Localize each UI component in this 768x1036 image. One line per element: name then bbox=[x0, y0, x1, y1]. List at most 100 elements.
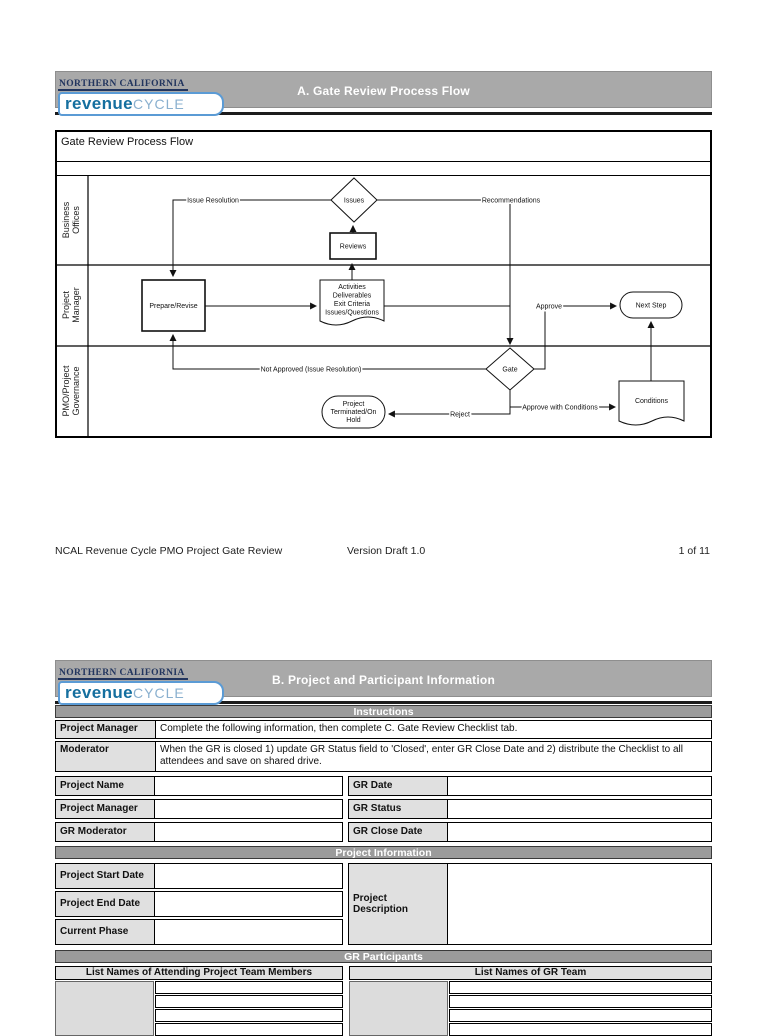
project-manager-label: Project Manager bbox=[56, 799, 155, 818]
lane-business-offices: Business bbox=[61, 201, 71, 238]
diagram-spacer-row bbox=[57, 162, 710, 176]
reviews-node bbox=[329, 232, 377, 260]
brand-logo-block: NORTHERN CALIFORNIA revenueCYCLE bbox=[58, 73, 224, 116]
not-approved-edge-label: Not Approved (Issue Resolution) bbox=[261, 367, 362, 374]
lane-project-manager-line2: Manager bbox=[71, 287, 81, 323]
edge-reject bbox=[387, 407, 511, 418]
page1-footer: NCAL Revenue Cycle PMO Project Gate Revi… bbox=[55, 545, 712, 558]
table-row: Project Manager bbox=[55, 798, 343, 819]
activities-line3: Exit Criteria bbox=[334, 301, 370, 308]
activities-line4: Issues/Questions bbox=[325, 310, 379, 317]
header-rule bbox=[55, 701, 712, 704]
project-information-grid: Project Start Date Project End Date Curr… bbox=[55, 862, 712, 945]
logo-cycle-text: CYCLE bbox=[133, 685, 185, 701]
fields-column-right: GR Date GR Status GR Close Date bbox=[348, 775, 712, 842]
project-terminated-node bbox=[321, 395, 386, 429]
table-row: Project Manager Complete the following i… bbox=[55, 720, 712, 739]
gr-participants-grid: List Names of Attending Project Team Mem… bbox=[55, 965, 712, 1036]
page2-title: B. Project and Participant Information bbox=[272, 673, 495, 687]
lane-pmo-governance: PMO/Project bbox=[61, 365, 71, 417]
terminated-line2: Terminated/On bbox=[331, 409, 377, 416]
issue-resolution-edge-label: Issue Resolution bbox=[187, 198, 239, 205]
recommendations-edge-label: Recommendations bbox=[482, 198, 541, 205]
gr-date-value bbox=[448, 776, 711, 795]
page1-header-bar: NORTHERN CALIFORNIA revenueCYCLE A. Gate… bbox=[55, 71, 712, 116]
list-item bbox=[449, 1022, 712, 1036]
name-rows bbox=[449, 980, 712, 1036]
project-information-section-bar: Project Information bbox=[55, 845, 712, 859]
instruction-role-label: Project Manager bbox=[56, 721, 156, 738]
gate-decision-node bbox=[485, 347, 535, 391]
project-end-date-label: Project End Date bbox=[56, 891, 155, 916]
issues-decision-node bbox=[330, 177, 378, 223]
lane-pmo-governance-line2: Governance bbox=[71, 366, 81, 415]
reviews-label: Reviews bbox=[340, 244, 367, 251]
project-manager-value bbox=[155, 799, 342, 818]
gr-participants-section-bar: GR Participants bbox=[55, 949, 712, 963]
activities-line1: Activities bbox=[338, 284, 366, 291]
issues-label: Issues bbox=[344, 198, 365, 205]
project-team-members-column: List Names of Attending Project Team Mem… bbox=[55, 965, 343, 1036]
list-item bbox=[155, 980, 343, 994]
edge-approve bbox=[534, 302, 618, 370]
list-item bbox=[155, 994, 343, 1008]
next-step-node bbox=[619, 291, 683, 319]
gate-label: Gate bbox=[502, 367, 517, 374]
page2-header-bar: NORTHERN CALIFORNIA revenueCYCLE B. Proj… bbox=[55, 660, 712, 705]
logo-revenue-text: revenue bbox=[65, 94, 134, 113]
current-phase-label: Current Phase bbox=[56, 919, 155, 944]
footer-document-name: NCAL Revenue Cycle PMO Project Gate Revi… bbox=[55, 545, 283, 557]
brand-region-text: NORTHERN CALIFORNIA bbox=[58, 668, 188, 680]
document-view: NORTHERN CALIFORNIA revenueCYCLE A. Gate… bbox=[55, 0, 712, 1036]
footer-version: Version Draft 1.0 bbox=[347, 545, 426, 557]
list-item bbox=[449, 980, 712, 994]
name-rows bbox=[155, 980, 343, 1036]
table-row: GR Moderator bbox=[55, 821, 343, 842]
revenue-cycle-logo: revenueCYCLE bbox=[58, 92, 224, 116]
activities-line2: Deliverables bbox=[333, 293, 372, 300]
instruction-role-label: Moderator bbox=[56, 741, 156, 771]
activities-document-node bbox=[319, 279, 385, 326]
gr-close-date-label: GR Close Date bbox=[349, 822, 448, 841]
instructions-table: Project Manager Complete the following i… bbox=[55, 720, 712, 772]
gr-status-value bbox=[448, 799, 711, 818]
project-description-label: Project Description bbox=[349, 863, 448, 944]
table-row: GR Status bbox=[348, 798, 712, 819]
gr-team-body bbox=[349, 980, 712, 1036]
list-item bbox=[449, 994, 712, 1008]
project-team-members-body bbox=[55, 980, 343, 1036]
prepare-revise-label: Prepare/Revise bbox=[149, 303, 197, 310]
brand-logo-block: NORTHERN CALIFORNIA revenueCYCLE bbox=[58, 662, 224, 705]
spanning-cell bbox=[349, 980, 448, 1036]
conditions-document-node bbox=[618, 380, 685, 426]
project-start-date-value bbox=[155, 863, 342, 888]
project-team-members-header: List Names of Attending Project Team Mem… bbox=[55, 965, 343, 980]
process-flow-diagram: Gate Review Process Flow Business Office… bbox=[55, 130, 712, 438]
gr-moderator-value bbox=[155, 822, 342, 841]
fields-column-left: Project Name Project Manager GR Moderato… bbox=[55, 775, 343, 842]
gr-moderator-label: GR Moderator bbox=[56, 822, 155, 841]
diagram-title: Gate Review Process Flow bbox=[57, 132, 710, 162]
table-row: Moderator When the GR is closed 1) updat… bbox=[55, 740, 712, 772]
swimlane-flowchart: Business Offices Project Manager PMO/Pro… bbox=[57, 176, 710, 436]
gr-team-column: List Names of GR Team bbox=[349, 965, 712, 1036]
project-description-box: Project Description bbox=[348, 862, 712, 945]
conditions-label: Conditions bbox=[635, 398, 669, 405]
edge-recommendations bbox=[377, 199, 514, 346]
gr-date-label: GR Date bbox=[349, 776, 448, 795]
project-fields-grid: Project Name Project Manager GR Moderato… bbox=[55, 775, 712, 842]
table-row: GR Close Date bbox=[348, 821, 712, 842]
reject-edge-label: Reject bbox=[450, 412, 470, 419]
terminated-line1: Project bbox=[343, 401, 365, 408]
approve-with-conditions-edge-label: Approve with Conditions bbox=[522, 405, 598, 412]
list-item bbox=[155, 1008, 343, 1022]
current-phase-value bbox=[155, 919, 342, 944]
table-row: Project End Date bbox=[55, 890, 343, 917]
project-name-value bbox=[155, 776, 342, 795]
gr-status-label: GR Status bbox=[349, 799, 448, 818]
logo-revenue-text: revenue bbox=[65, 683, 134, 702]
list-item bbox=[155, 1022, 343, 1036]
table-row: GR Date bbox=[348, 775, 712, 796]
gr-close-date-value bbox=[448, 822, 711, 841]
revenue-cycle-logo: revenueCYCLE bbox=[58, 681, 224, 705]
